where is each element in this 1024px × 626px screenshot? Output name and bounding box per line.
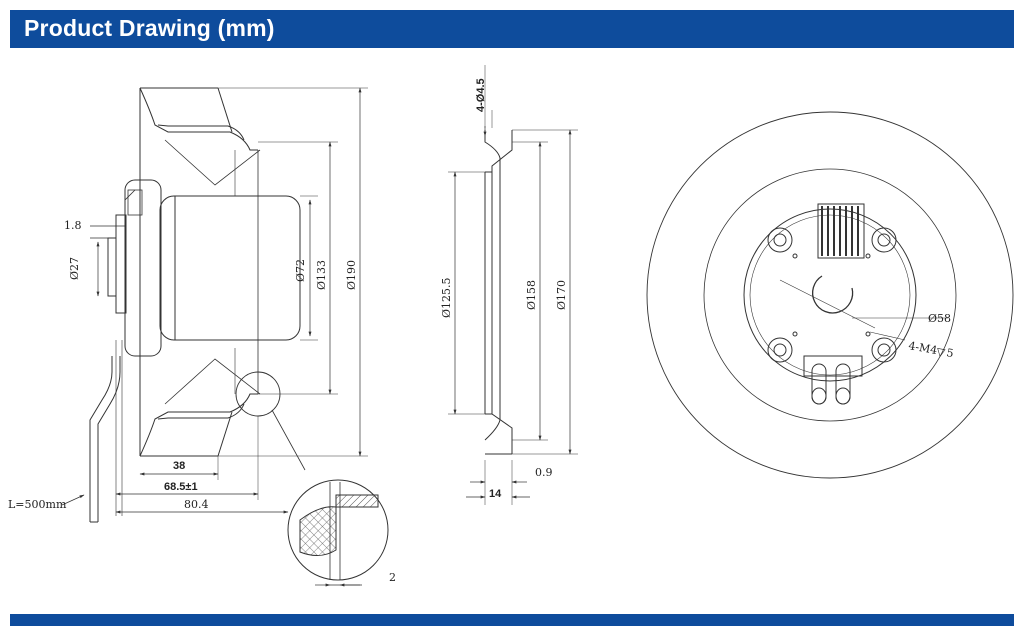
plate-profile <box>484 130 501 441</box>
page-title: Product Drawing (mm) <box>24 15 275 41</box>
dim-d27: Ø27 <box>68 257 81 280</box>
impeller-outline <box>139 87 261 457</box>
motor-body <box>107 179 301 357</box>
detail-dim-2: 2 <box>389 571 396 584</box>
front-view-labels: Ø58 4-M4 ▽ 5 <box>907 312 954 360</box>
dim-d158: Ø158 <box>525 280 538 310</box>
title-banner: Product Drawing (mm) <box>10 10 1014 48</box>
terminal-strip <box>817 203 865 259</box>
dim-d133: Ø133 <box>315 260 328 290</box>
mount-view <box>448 65 578 505</box>
shaft-arc <box>812 275 854 314</box>
dim-14: 14 <box>489 488 502 500</box>
cable-outlet <box>803 355 863 405</box>
cable <box>89 340 123 523</box>
dim-80-4: 80.4 <box>184 498 209 511</box>
dim-0-9: 0.9 <box>535 466 553 479</box>
screw-tl <box>767 227 793 253</box>
dim-38: 38 <box>173 460 185 472</box>
impeller-outer-ring <box>646 111 1014 479</box>
front-view <box>646 111 1014 479</box>
mount-view-labels: 4-Ø4.5 Ø125.5 Ø158 Ø170 14 0.9 <box>440 78 568 500</box>
dim-1-8: 1.8 <box>64 219 82 232</box>
cable-length: L=500mm <box>8 498 67 511</box>
dim-d72: Ø72 <box>294 259 307 282</box>
side-view-labels: 1.8 Ø27 Ø72 Ø133 Ø190 38 68.5±1 80.4 L=5… <box>8 219 396 584</box>
screw-bl <box>767 337 793 363</box>
dim-d170: Ø170 <box>555 280 568 310</box>
dim-threads: 4-M4 <box>907 339 938 357</box>
dim-holes: 4-Ø4.5 <box>475 78 487 112</box>
detail-circle <box>287 479 389 581</box>
dim-d58: Ø58 <box>928 312 951 325</box>
screw-br <box>871 337 897 363</box>
dim-68-5: 68.5±1 <box>164 481 198 493</box>
dim-d125-5: Ø125.5 <box>440 277 453 318</box>
side-view <box>61 87 389 587</box>
screw-tr <box>871 227 897 253</box>
dim-thread-depth: 5 <box>945 346 954 360</box>
svg-text:▽: ▽ <box>935 345 946 359</box>
dim-d190: Ø190 <box>345 260 358 290</box>
footer-banner <box>10 614 1014 626</box>
